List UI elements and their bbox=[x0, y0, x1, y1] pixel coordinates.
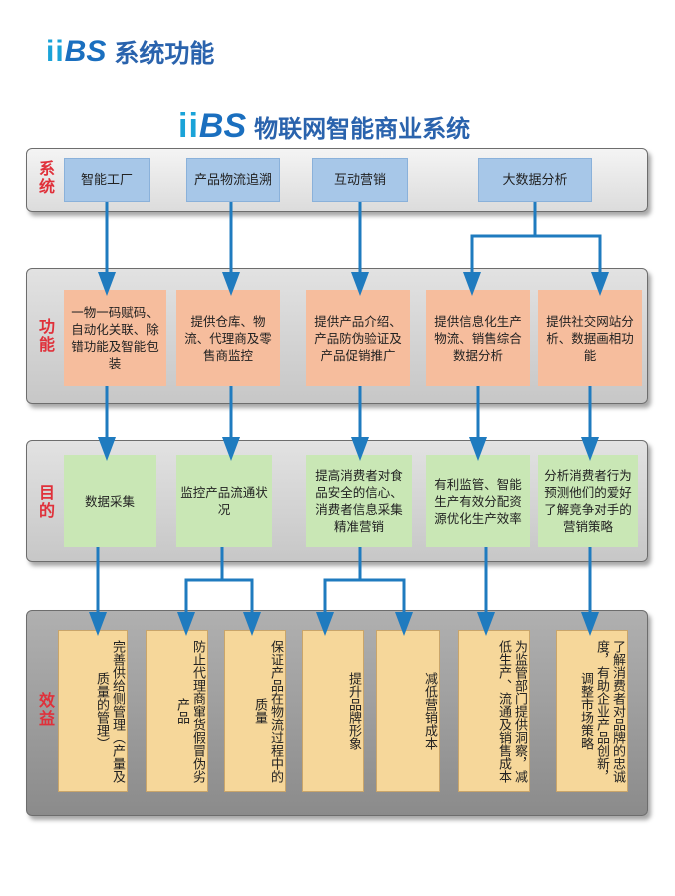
connector-bigdata-split bbox=[463, 202, 537, 296]
main-title-text: 物联网智能商业系统 bbox=[254, 114, 471, 143]
connector-pur3-split bbox=[316, 547, 362, 636]
purpose-box-4: 有利监管、智能生产有效分配资源优化生产效率 bbox=[426, 455, 530, 547]
connector-bigdata-split-right bbox=[535, 234, 609, 296]
function-box-2: 提供仓库、物流、代理商及零售商监控 bbox=[176, 290, 280, 386]
row-label-function: 功能 bbox=[38, 317, 55, 354]
logo-bs: BS bbox=[64, 35, 107, 68]
main-logo-ii: ii bbox=[178, 106, 199, 145]
connector-pur2-split bbox=[177, 547, 224, 636]
effect-box-4: 提升品牌形象 bbox=[302, 630, 364, 792]
header-logo: ii BS 系统功能 bbox=[46, 34, 214, 70]
logo-ii: ii bbox=[46, 35, 65, 68]
system-box-big-data: 大数据分析 bbox=[478, 158, 592, 202]
connector-pur2-split-right bbox=[222, 578, 261, 636]
function-box-4: 提供信息化生产物流、销售综合数据分析 bbox=[426, 290, 530, 386]
row-label-system: 系统 bbox=[38, 159, 55, 196]
system-box-traceability: 产品物流追溯 bbox=[186, 158, 280, 202]
effect-box-1: 完善供给侧管理（产量及质量的管理） bbox=[58, 630, 128, 792]
main-logo-bs: BS bbox=[198, 106, 247, 145]
function-box-3: 提供产品介绍、产品防伪验证及产品促销推广 bbox=[306, 290, 410, 386]
effect-box-3: 保证产品在物流过程中的质量 bbox=[224, 630, 286, 792]
system-box-smart-factory: 智能工厂 bbox=[64, 158, 150, 202]
function-box-1: 一物一码赋码、自动化关联、除错功能及智能包装 bbox=[64, 290, 166, 386]
row-label-purpose: 目的 bbox=[38, 483, 55, 520]
function-box-5: 提供社交网站分析、数据画相功能 bbox=[538, 290, 642, 386]
header-title: 系统功能 bbox=[114, 39, 215, 68]
effect-box-6: 为监管部门提供洞察，减低生产、流通及销售成本 bbox=[458, 630, 530, 792]
purpose-box-5: 分析消费者行为预测他们的爱好了解竞争对手的营销策略 bbox=[538, 455, 638, 547]
purpose-box-3: 提高消费者对食品安全的信心、消费者信息采集精准营销 bbox=[306, 455, 412, 547]
effect-box-2: 防止代理商窜货假冒伪劣产品 bbox=[146, 630, 208, 792]
system-box-marketing: 互动营销 bbox=[312, 158, 408, 202]
purpose-box-2: 监控产品流通状况 bbox=[176, 455, 272, 547]
purpose-box-1: 数据采集 bbox=[64, 455, 156, 547]
main-title: ii BS 物联网智能商业系统 bbox=[178, 106, 470, 146]
connector-pur3-split-right bbox=[360, 578, 413, 636]
row-label-effect: 效益 bbox=[38, 691, 55, 728]
